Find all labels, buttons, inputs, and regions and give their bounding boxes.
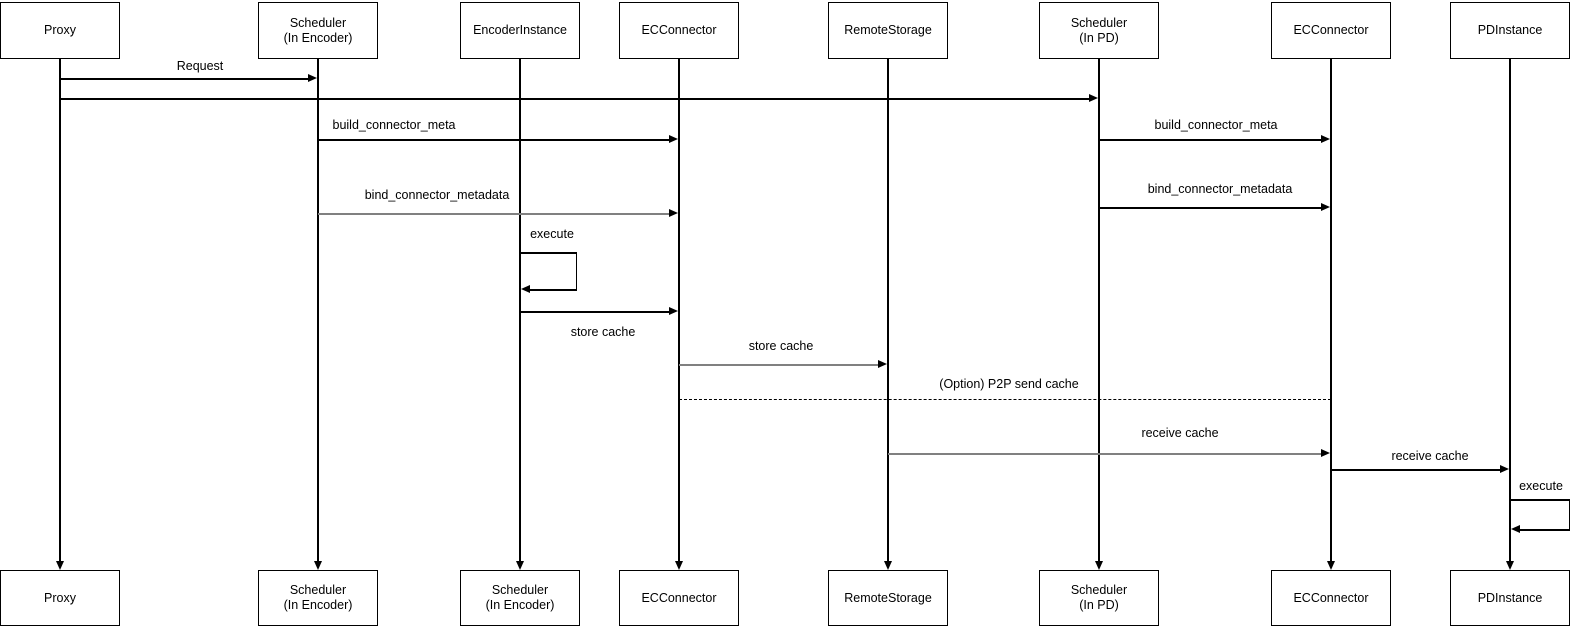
message-arrowhead-7 [878,360,887,368]
message-line-5-bind-connector-metadata [1099,207,1322,209]
actor-top-box-ec-connector-pd: ECConnector [1271,2,1391,59]
actor-bottom-box-ec-connector-pd: ECConnector [1271,570,1391,626]
actor-top-box-encoder-instance: EncoderInstance [460,2,580,59]
message-arrowhead-3 [1321,135,1330,143]
lifeline-arrowhead-scheduler-encoder [313,560,322,570]
self-message-right-1 [1568,500,1570,530]
self-message-arrowhead-0 [520,285,530,293]
lifeline-proxy [59,59,61,562]
message-line-2-build-connector-meta [318,139,670,141]
message-line-7-store-cache [679,364,879,366]
message-line-9-receive-cache [888,453,1322,455]
self-message-bottom-0 [529,289,577,291]
actor-bottom-box-scheduler-pd: Scheduler (In PD) [1039,570,1159,626]
actor-bottom-box-encoder-instance: Scheduler (In Encoder) [460,570,580,626]
actor-bottom-box-proxy: Proxy [0,570,120,626]
lifeline-ec-connector-encoder [678,59,680,562]
actor-top-box-pd-instance: PDInstance [1450,2,1570,59]
lifeline-encoder-instance [519,59,521,562]
actor-bottom-box-pd-instance: PDInstance [1450,570,1570,626]
message-line-0-request [60,78,309,80]
self-message-bottom-1 [1519,529,1570,531]
lifeline-scheduler-encoder [317,59,319,562]
self-message-right-0 [575,253,577,290]
message-label-4: bind_connector_metadata [362,188,512,202]
actor-top-box-proxy: Proxy [0,2,120,59]
actor-top-box-scheduler-encoder: Scheduler (In Encoder) [258,2,378,59]
lifeline-ec-connector-pd [1330,59,1332,562]
lifeline-arrowhead-proxy [55,560,64,570]
lifeline-pd-instance [1509,59,1511,562]
message-arrowhead-4 [669,209,678,217]
actor-top-box-scheduler-pd: Scheduler (In PD) [1039,2,1159,59]
message-arrowhead-9 [1321,449,1330,457]
lifeline-arrowhead-ec-connector-encoder [674,560,683,570]
message-label-7: store cache [746,339,816,353]
message-arrowhead-5 [1321,203,1330,211]
message-line-1 [60,98,1090,100]
lifeline-arrowhead-remote-storage [883,560,892,570]
message-arrowhead-0 [308,74,317,82]
message-label-8: (Option) P2P send cache [937,377,1081,391]
message-line-8--option-p2p-send-cache [679,399,1331,401]
message-line-6-store-cache [520,311,670,313]
message-label-0: Request [174,59,226,73]
message-arrowhead-2 [669,135,678,143]
message-arrowhead-6 [669,307,678,315]
message-label-6: store cache [568,325,638,339]
actor-bottom-box-remote-storage: RemoteStorage [828,570,948,626]
message-line-3-build-connector-meta [1099,139,1322,141]
message-label-5: bind_connector_metadata [1145,182,1295,196]
message-label-9: receive cache [1139,426,1221,440]
message-label-3: build_connector_meta [1152,118,1280,132]
self-message-arrowhead-1 [1510,525,1520,533]
lifeline-arrowhead-ec-connector-pd [1326,560,1335,570]
actor-top-box-remote-storage: RemoteStorage [828,2,948,59]
message-label-10: receive cache [1389,449,1471,463]
lifeline-remote-storage [887,59,889,562]
lifeline-arrowhead-pd-instance [1505,560,1514,570]
message-arrowhead-10 [1500,465,1509,473]
lifeline-scheduler-pd [1098,59,1100,562]
self-message-label-1: execute [1517,479,1565,493]
actor-bottom-box-ec-connector-encoder: ECConnector [619,570,739,626]
message-line-4-bind-connector-metadata [318,213,670,215]
message-line-10-receive-cache [1331,469,1501,471]
lifeline-arrowhead-encoder-instance [515,560,524,570]
actor-top-box-ec-connector-encoder: ECConnector [619,2,739,59]
message-label-2: build_connector_meta [330,118,458,132]
actor-bottom-box-scheduler-encoder: Scheduler (In Encoder) [258,570,378,626]
self-message-label-0: execute [528,227,576,241]
lifeline-arrowhead-scheduler-pd [1094,560,1103,570]
self-message-top-0 [520,252,577,254]
self-message-top-1 [1510,499,1570,501]
message-arrowhead-1 [1089,94,1098,102]
